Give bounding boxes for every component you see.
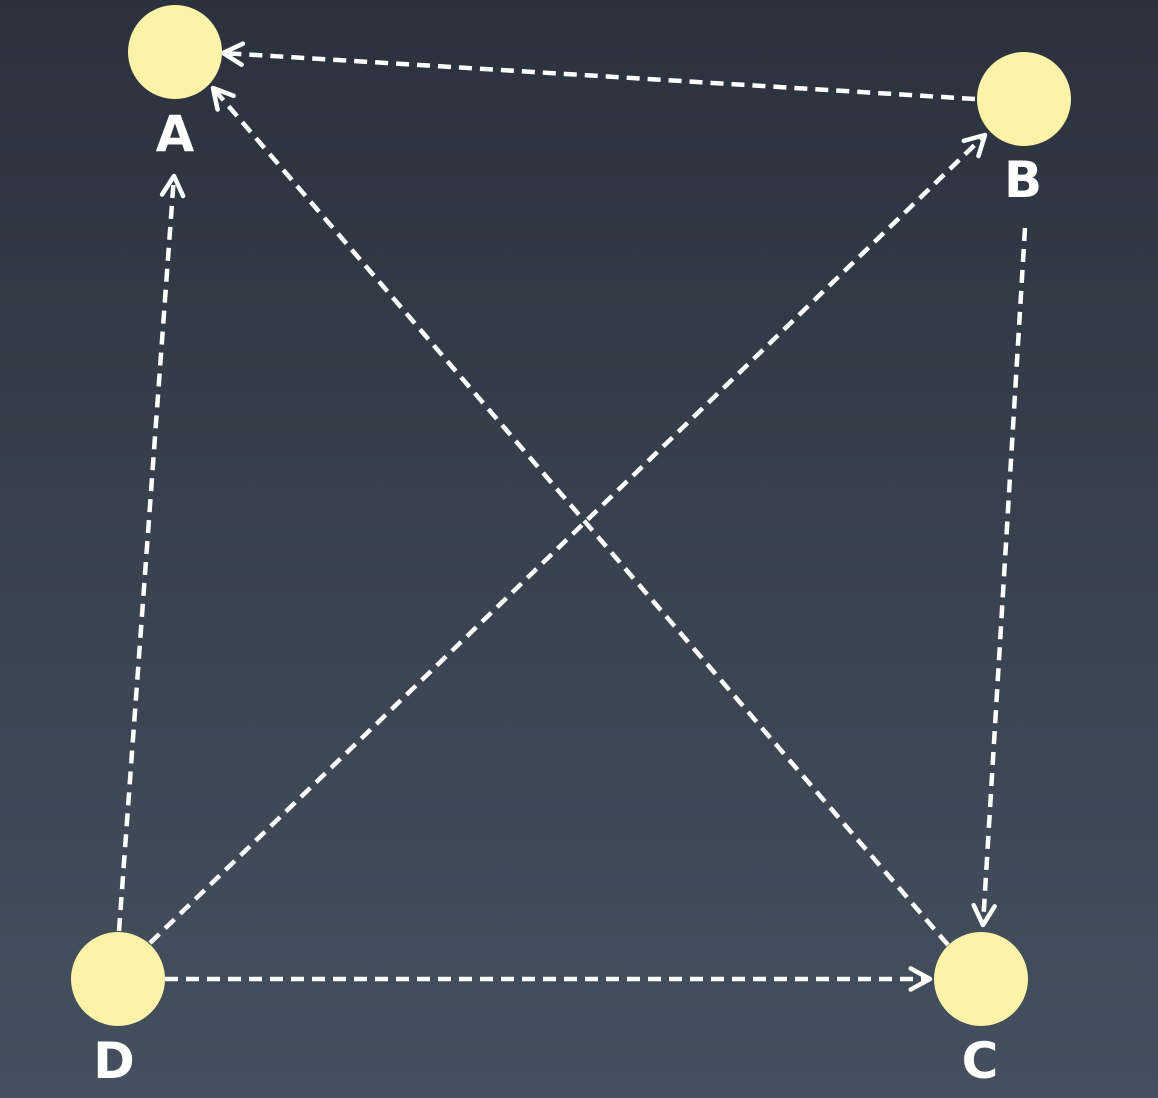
edge-c-to-a (210, 85, 950, 947)
node-b[interactable]: B (977, 52, 1071, 209)
edge-d-to-c (165, 966, 933, 992)
edge-line (222, 50, 976, 102)
arrowhead-icon (159, 173, 186, 199)
node-d[interactable]: D (71, 932, 165, 1090)
edge-b-to-a (220, 41, 976, 102)
node-a-circle[interactable] (128, 5, 222, 99)
edge-line (211, 86, 950, 947)
edge-d-to-a (116, 173, 186, 932)
node-b-circle[interactable] (977, 52, 1071, 146)
node-c[interactable]: C (934, 932, 1028, 1090)
arrowhead-icon (971, 902, 997, 928)
edges-layer (116, 41, 1028, 992)
node-c-circle[interactable] (934, 932, 1028, 1026)
node-d-label: D (93, 1032, 135, 1090)
arrowhead-icon (961, 132, 988, 159)
edge-line (980, 227, 1028, 926)
arrowhead-icon (210, 85, 236, 112)
nodes-layer: A B C D (71, 5, 1071, 1090)
edge-b-to-c (971, 227, 1028, 928)
node-a[interactable]: A (128, 5, 222, 163)
edge-line (148, 133, 987, 945)
node-c-label: C (962, 1032, 999, 1090)
edge-line (116, 175, 177, 932)
node-d-circle[interactable] (71, 932, 165, 1026)
node-a-label: A (156, 105, 195, 163)
edge-d-to-b (148, 132, 988, 945)
arrowhead-icon (908, 966, 933, 992)
node-b-label: B (1004, 151, 1042, 209)
arrowhead-icon (220, 41, 246, 67)
